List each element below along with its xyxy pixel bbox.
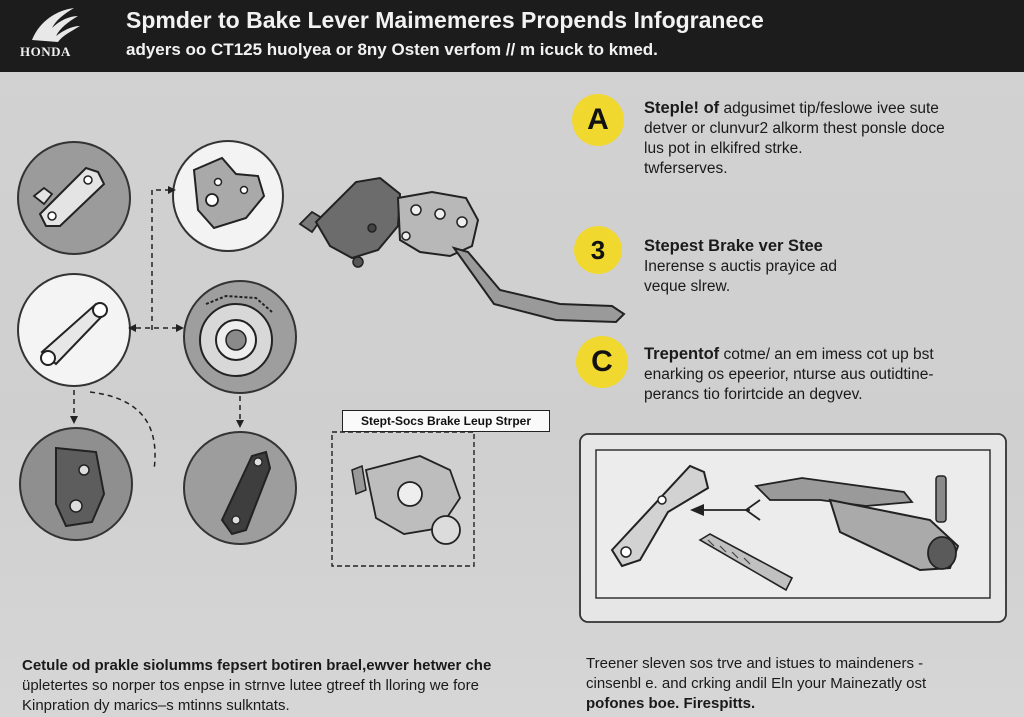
step-a-heading: Steple! of bbox=[644, 99, 720, 117]
step-c-text: Trepentof cotme/ an em imess cot up bst … bbox=[644, 344, 1014, 405]
step-c-line-1: cotme/ an em imess cot up bst bbox=[723, 346, 934, 363]
footer-left-line-3: Kinpration dy marics–s mtinns sulkntats. bbox=[22, 697, 290, 714]
step-c-line-3: perancs tio forirtcide an degvev. bbox=[644, 386, 863, 403]
honda-wing-logo-icon bbox=[32, 8, 80, 42]
step-a-line-1: adgusimet tip/feslowe ivee sute bbox=[723, 100, 939, 117]
step-c-badge: C bbox=[576, 336, 628, 388]
callout-label: Stept-Socs Brake Leup Strper bbox=[342, 410, 550, 432]
step-3-badge: 3 bbox=[574, 226, 622, 274]
dashed-connectors bbox=[73, 189, 241, 471]
header-bar: HONDA Spmder to Bake Lever Maimemeres Pr… bbox=[0, 0, 1024, 72]
pivot-bracket-circle bbox=[172, 140, 284, 252]
lever-bracket-circle bbox=[17, 141, 131, 255]
footer-right-line-3: pofones boe. Firespitts. bbox=[586, 695, 756, 712]
step-c-heading: Trepentof bbox=[644, 345, 720, 363]
page-subtitle: adyers oo CT125 huolyea or 8ny Osten ver… bbox=[126, 40, 658, 59]
page-title: Spmder to Bake Lever Maimemeres Propends… bbox=[126, 7, 764, 33]
adjuster-rod-circle bbox=[17, 273, 131, 387]
step-a-line-3: lus pot in elkifred strke. bbox=[644, 140, 803, 157]
step-c-line-2: enarking os epeerior, nturse aus outidti… bbox=[644, 366, 934, 383]
step-a-text: Steple! of adgusimet tip/feslowe ivee su… bbox=[644, 98, 1004, 179]
lever-mount-circle bbox=[183, 431, 297, 545]
footer-right-line-1: Treener sleven sos trve and istues to ma… bbox=[586, 655, 924, 672]
bearing-housing-circle bbox=[183, 280, 297, 394]
footer-left-note: Cetule od prakle siolumms fepsert botire… bbox=[22, 656, 562, 716]
step-3-text: Stepest Brake ver Stee Inerense s auctis… bbox=[644, 236, 1004, 297]
step-3-heading: Stepest Brake ver Stee bbox=[644, 237, 823, 255]
arrowheads bbox=[70, 186, 244, 428]
step-3-line-1: Inerense s auctis prayice ad bbox=[644, 258, 837, 275]
footer-right-line-2: cinsenbl e. and crking andil Eln your Ma… bbox=[586, 675, 927, 692]
step-a-line-4: twferserves. bbox=[644, 160, 728, 177]
step-a-badge: A bbox=[572, 94, 624, 146]
footer-left-line-2: üpletertes so norper tos enpse in strnve… bbox=[22, 677, 479, 694]
step-3-line-2: veque slrew. bbox=[644, 278, 731, 295]
brake-lever-assembly bbox=[298, 176, 626, 324]
parts-detail-panel bbox=[579, 433, 1007, 623]
caliper-part-circle bbox=[19, 427, 133, 541]
footer-right-note: Treener sleven sos trve and istues to ma… bbox=[586, 654, 1016, 714]
step-a-line-2: detver or clunvur2 alkorm thest ponsle d… bbox=[644, 120, 945, 137]
logo-wordmark: HONDA bbox=[20, 44, 71, 59]
footer-left-line-1: Cetule od prakle siolumms fepsert botire… bbox=[22, 657, 492, 674]
callout-box bbox=[331, 431, 475, 567]
